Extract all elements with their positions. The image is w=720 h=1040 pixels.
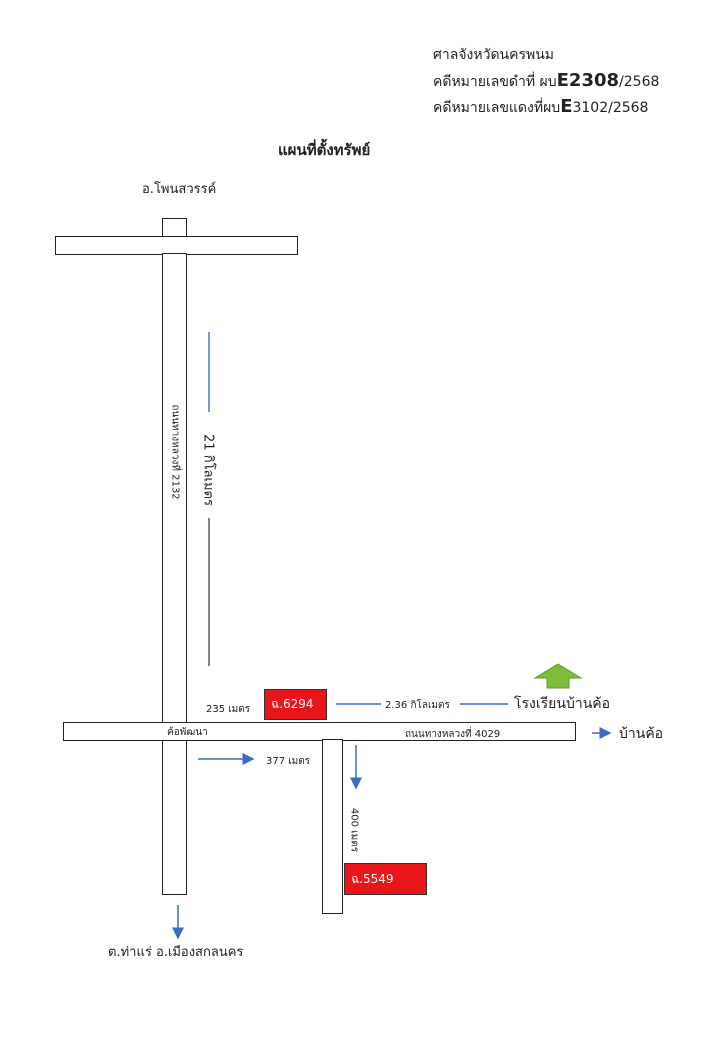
north-destination-label: อ.โพนสวรรค์ bbox=[142, 182, 217, 197]
school-label: โรงเรียนบ้านค้อ bbox=[514, 696, 611, 712]
black-case-prefix: คดีหมายเลขดำที่ ผบ bbox=[433, 74, 557, 90]
vertical-road bbox=[162, 253, 187, 895]
red-case-code: E bbox=[560, 96, 573, 117]
red-case-rest: 3102/2568 bbox=[572, 100, 649, 116]
parcel-5549: ฉ.5549 bbox=[344, 863, 427, 895]
junction-label: ค้อพัฒนา bbox=[167, 727, 208, 738]
to-side-road-distance-label: 377 เมตร bbox=[266, 756, 311, 767]
black-case-number: คดีหมายเลขดำที่ ผบE2308/2568 bbox=[433, 70, 659, 93]
school-up-arrow-icon bbox=[533, 663, 583, 689]
map-title: แผนที่ตั้งทรัพย์ bbox=[278, 141, 371, 159]
court-name: ศาลจังหวัดนครพนม bbox=[433, 47, 555, 63]
parcel-6294: ฉ.6294 bbox=[264, 689, 327, 720]
to-school-distance-label: 2.36 กิโลเมตร bbox=[385, 700, 450, 711]
red-case-number: คดีหมายเลขแดงที่ผบE3102/2568 bbox=[433, 96, 648, 119]
south-destination-label: ต.ท่าแร่ อ.เมืองสกลนคร bbox=[108, 945, 244, 960]
black-case-code: E2308 bbox=[556, 70, 620, 91]
black-case-year: /2568 bbox=[619, 74, 660, 90]
horizontal-road bbox=[63, 722, 576, 741]
side-road bbox=[322, 739, 343, 914]
east-destination-label: บ้านค้อ bbox=[619, 726, 664, 742]
parcel1-offset-label: 235 เมตร bbox=[206, 704, 251, 715]
horizontal-road-label: ถนนทางหลวงที่ 4029 bbox=[405, 729, 501, 740]
red-case-prefix: คดีหมายเลขแดงที่ผบ bbox=[433, 100, 561, 116]
